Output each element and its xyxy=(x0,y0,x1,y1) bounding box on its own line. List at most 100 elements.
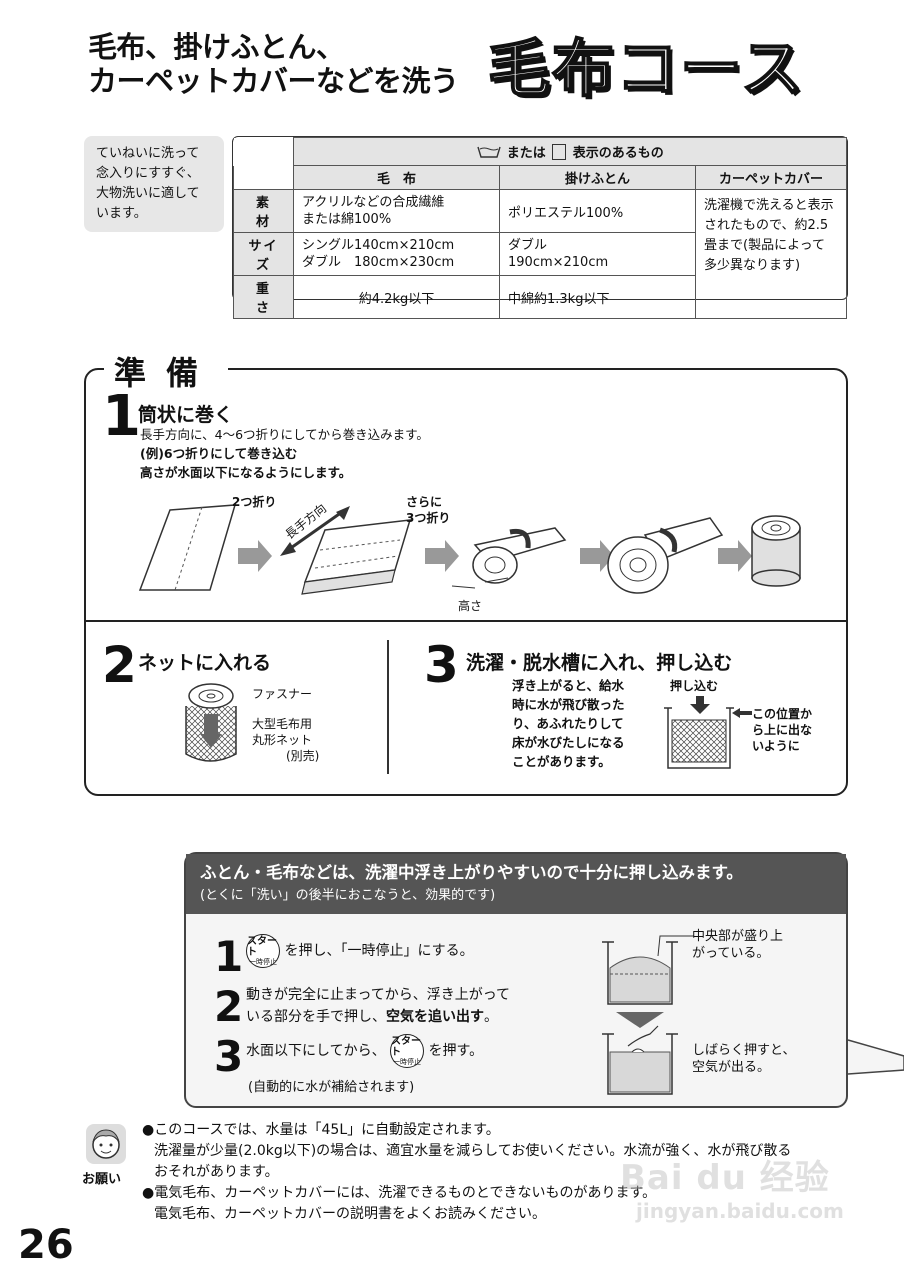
watermark-brand: Bai du 经验 xyxy=(620,1158,830,1198)
blanket-rolling-figure xyxy=(451,527,567,589)
notes-list: ●このコースでは、水量は「45L」に自動設定されます。 洗濯量が少量(2.0kg… xyxy=(142,1120,852,1225)
spec-header-mark: または 表示のあるもの xyxy=(293,137,847,166)
step1-desc: 長手方向に、4〜6つ折りにしてから巻き込みます。 xyxy=(140,427,429,442)
arrow-left-icon xyxy=(732,708,752,718)
step2-heading: ネットに入れる xyxy=(138,652,272,674)
cell-size-futon: ダブル 190cm×210cm xyxy=(499,232,696,276)
warning-line: り、あふれたりして xyxy=(512,716,624,731)
tip-step3-text-b: を押す。 xyxy=(428,1043,484,1059)
fig-note-line: がっている。 xyxy=(692,946,770,961)
label-height: 高さ xyxy=(458,599,483,613)
warning-line: ことがあります。 xyxy=(512,754,611,769)
label-more-2: 3つ折り xyxy=(406,511,451,525)
step1-number: 1 xyxy=(102,384,141,449)
blanket-folded-figure xyxy=(280,506,412,595)
row-header-size: サイズ xyxy=(233,232,294,276)
label-push: 押し込む xyxy=(670,679,719,693)
note1-line1: このコースでは、水量は「45L」に自動設定されます。 xyxy=(154,1122,500,1138)
warning-line: 床が水びたしになる xyxy=(512,735,625,750)
note1-line3: おそれがあります。 xyxy=(154,1164,279,1180)
pause-label: 一時停止 xyxy=(249,958,277,966)
label-more-1: さらに xyxy=(406,495,443,509)
tip-header-line1: ふとん・毛布などは、洗濯中浮き上がりやすいので十分に押し込みます。 xyxy=(200,863,743,882)
divider xyxy=(86,620,846,622)
tip-step3: 水面以下にしてから、 スタート 一時停止 を押す。 xyxy=(246,1034,483,1068)
intro-line: います。 xyxy=(96,206,147,221)
wash-tub-icon xyxy=(477,146,501,158)
square-mark-icon xyxy=(552,144,567,160)
page-number: 26 xyxy=(18,1222,74,1268)
step3-heading: 洗濯・脱水槽に入れ、押し込む xyxy=(466,652,733,674)
fig-note-line: しばらく押すと、 xyxy=(692,1043,796,1058)
start-pause-icon: スタート 一時停止 xyxy=(246,934,280,968)
tip-step1: スタート 一時停止 を押し、「一時停止」にする。 xyxy=(246,934,474,968)
step1-example-note: 高さが水面以下になるようにします。 xyxy=(140,465,352,480)
tip-step3-number: 3 xyxy=(214,1032,243,1081)
blank-cell xyxy=(233,137,294,166)
bullet: ● xyxy=(142,1185,155,1201)
divider xyxy=(387,640,389,774)
blank-cell xyxy=(233,165,294,190)
cell-size-blanket: シングル140cm×210cm ダブル 180cm×230cm xyxy=(293,232,500,276)
row-header-weight: 重 さ xyxy=(233,275,294,319)
tip-step2-end: 。 xyxy=(484,1009,498,1025)
col-header-carpet: カーペットカバー xyxy=(695,165,847,190)
spec-table: または 表示のあるもの 毛 布 掛けふとん カーペットカバー 素 材 アクリルな… xyxy=(232,136,848,319)
title-line2: カーペットカバーなどを洗う xyxy=(88,64,459,98)
cell-material-blanket: アクリルなどの合成繊維 または綿100% xyxy=(293,189,500,233)
notes-label: お願い xyxy=(82,1172,122,1187)
note1-line2: 洗濯量が少量(2.0kg以下)の場合は、適宜水量を減らしてお使いください。水流が… xyxy=(154,1143,792,1159)
intro-line: 大物洗いに適して xyxy=(96,186,200,201)
label-net-3: (別売) xyxy=(286,749,320,763)
label-fastener: ファスナー xyxy=(252,687,313,701)
tip-header: ふとん・毛布などは、洗濯中浮き上がりやすいので十分に押し込みます。 (とくに「洗… xyxy=(186,854,846,914)
col-header-futon: 掛けふとん xyxy=(499,165,696,190)
fig-note-2: しばらく押すと、 空気が出る。 xyxy=(692,1042,795,1076)
label-position: この位置か ら上に出な いように xyxy=(752,706,812,754)
tip-step1-text: を押し、「一時停止」にする。 xyxy=(284,943,474,959)
label-fold2: 2つ折り xyxy=(232,495,277,509)
step2-number: 2 xyxy=(102,636,137,694)
step3-number: 3 xyxy=(424,636,459,694)
step3-warning: 浮き上がると、給水 時に水が飛び散った り、あふれたりして 床が水びたしになる … xyxy=(512,676,625,771)
blanket-final-roll-figure xyxy=(751,515,801,587)
cell-weight-blanket: 約4.2kg以下 xyxy=(293,275,500,319)
intro-note: ていねいに洗って 念入りにすすぐ、 大物洗いに適して います。 xyxy=(84,136,224,232)
cell-weight-futon: 中綿約1.3kg以下 xyxy=(499,275,696,319)
net-bag-figure xyxy=(185,683,237,762)
step1-heading: 筒状に巻く xyxy=(138,404,234,426)
start-pause-icon: スタート 一時停止 xyxy=(390,1034,425,1068)
note2-line2: 電気毛布、カーペットカバーの説明書をよくお読みください。 xyxy=(154,1206,546,1222)
blanket-flat-figure xyxy=(138,504,237,591)
tub-air-figure xyxy=(602,935,694,1095)
folding-illustration xyxy=(138,504,801,595)
note2-line1: 電気毛布、カーペットカバーには、洗濯できるものとできないものがあります。 xyxy=(154,1185,657,1201)
tip-step2-number: 2 xyxy=(214,982,243,1031)
prep-title: 準備 xyxy=(104,348,229,394)
prep-section xyxy=(84,368,848,796)
position-line: いように xyxy=(752,739,800,753)
position-line: ら上に出な xyxy=(752,723,813,737)
watermark-url: jingyan.baidu.com xyxy=(636,1199,844,1223)
intro-line: ていねいに洗って xyxy=(96,146,200,161)
callout-pointer xyxy=(847,1039,904,1075)
step1-example: (例)6つ折りにして巻き込む xyxy=(140,446,298,461)
watermark: Bai du 经验 jingyan.baidu.com xyxy=(620,1150,880,1250)
title-line1: 毛布、掛けふとん、 xyxy=(88,30,345,64)
warning-line: 浮き上がると、給水 xyxy=(512,678,625,693)
tip-step3-text-a: 水面以下にしてから、 xyxy=(246,1043,386,1059)
tip-box: ふとん・毛布などは、洗濯中浮き上がりやすいので十分に押し込みます。 (とくに「洗… xyxy=(184,852,848,1108)
bullet: ● xyxy=(142,1122,155,1138)
start-label: スタート xyxy=(391,1036,422,1058)
label-net-1: 大型毛布用 xyxy=(252,717,313,731)
face-icon xyxy=(86,1124,126,1164)
tip-step2-emphasis: 空気を追い出す xyxy=(386,1009,484,1025)
tip-header-line2: (とくに「洗い」の後半におこなうと、効果的です) xyxy=(200,888,496,903)
tip-step1-number: 1 xyxy=(214,932,243,981)
mark-or: または xyxy=(506,146,546,161)
fig-note-line: 空気が出る。 xyxy=(692,1060,771,1075)
start-label: スタート xyxy=(247,936,277,958)
blanket-roll-figure xyxy=(607,517,724,594)
fig-note-1: 中央部が盛り上 がっている。 xyxy=(692,928,783,962)
col-header-blanket: 毛 布 xyxy=(293,165,500,190)
